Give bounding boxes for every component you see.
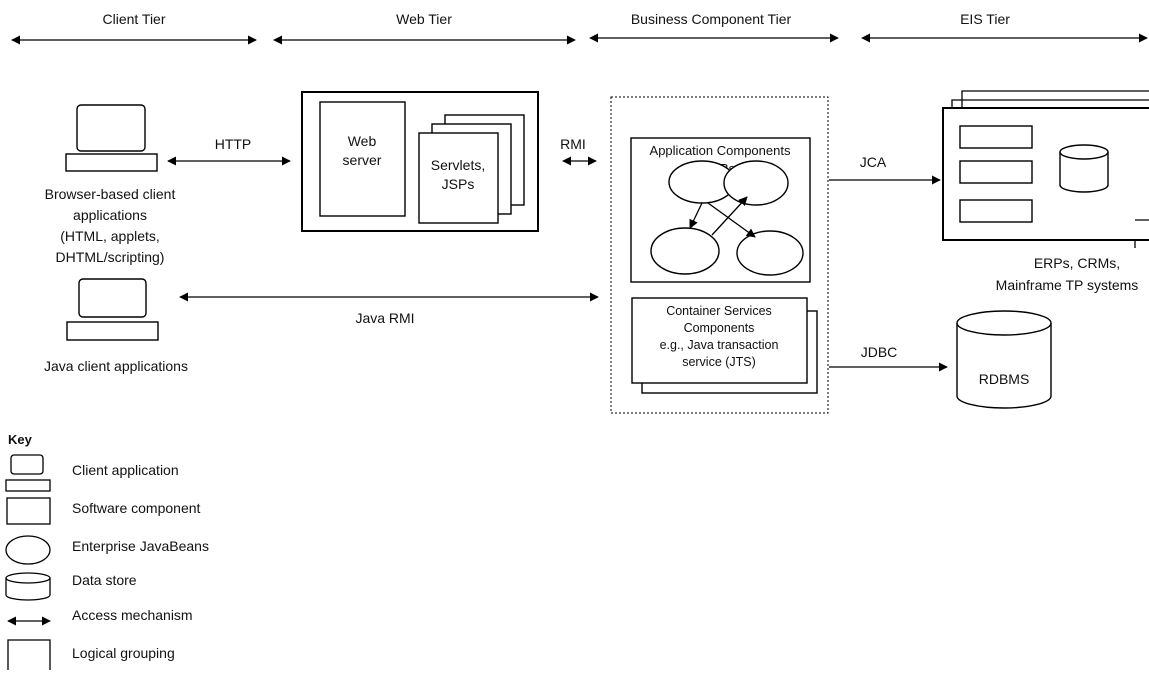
eis-component-3 bbox=[959, 199, 1033, 223]
data-store-icon bbox=[5, 572, 51, 601]
ejb-call-arrow-3 bbox=[711, 196, 748, 236]
browser-client-icon bbox=[65, 104, 158, 172]
eis-component-1 bbox=[959, 125, 1033, 149]
svg-text:Browser-based client: Browser-based client bbox=[45, 186, 176, 202]
eis-systems-label: ERPs, CRMs, Mainframe TP systems bbox=[996, 255, 1139, 293]
key-label-client-application: Client application bbox=[72, 462, 179, 478]
svg-text:server: server bbox=[343, 152, 382, 168]
tier-label-business: Business Component Tier bbox=[631, 11, 792, 27]
eis-component-2 bbox=[959, 160, 1033, 184]
key-title: Key bbox=[8, 432, 33, 447]
software-component-icon bbox=[6, 497, 51, 525]
svg-text:Components: Components bbox=[684, 321, 755, 335]
eis-systems-group bbox=[942, 90, 1149, 248]
rmi-label: RMI bbox=[560, 136, 586, 152]
ejb-call-arrow-1 bbox=[689, 202, 703, 229]
tier-headers: Client Tier Web Tier Business Component … bbox=[11, 11, 1148, 45]
svg-text:Servlets,: Servlets, bbox=[431, 157, 485, 173]
svg-text:DHTML/scripting): DHTML/scripting) bbox=[56, 249, 165, 265]
java-rmi-label: Java RMI bbox=[355, 310, 414, 326]
logical-grouping-icon bbox=[7, 639, 51, 670]
web-server-component: Web server bbox=[319, 101, 406, 217]
ejb-call-arrow-2 bbox=[707, 202, 756, 238]
http-label: HTTP bbox=[215, 136, 252, 152]
rdbms-label: RDBMS bbox=[979, 371, 1030, 387]
ejb-ellipse-3 bbox=[650, 227, 720, 275]
client-application-icon bbox=[5, 454, 51, 492]
svg-text:Container Services: Container Services bbox=[666, 304, 772, 318]
jca-label: JCA bbox=[860, 154, 887, 170]
ejb-ellipse-2 bbox=[723, 160, 789, 206]
eis-data-store-icon bbox=[1059, 144, 1109, 193]
java-client-icon bbox=[66, 278, 159, 341]
java-client-label: Java client applications bbox=[44, 358, 188, 374]
jdbc-label: JDBC bbox=[861, 344, 898, 360]
tier-label-client: Client Tier bbox=[102, 11, 165, 27]
tier-label-web: Web Tier bbox=[396, 11, 452, 27]
key-label-access-mechanism: Access mechanism bbox=[72, 607, 193, 623]
container-services-group: Container Services Components e.g., Java… bbox=[631, 297, 818, 394]
key-label-enterprise-javabeans: Enterprise JavaBeans bbox=[72, 538, 209, 554]
key-label-logical-grouping: Logical grouping bbox=[72, 645, 175, 661]
svg-text:Application Components: Application Components bbox=[650, 143, 791, 158]
svg-text:(HTML, applets,: (HTML, applets, bbox=[60, 228, 160, 244]
svg-text:applications: applications bbox=[73, 207, 147, 223]
svg-text:service (JTS): service (JTS) bbox=[682, 355, 756, 369]
ejb-ellipse-4 bbox=[736, 230, 804, 276]
browser-client-label: Browser-based client applications (HTML,… bbox=[45, 186, 176, 265]
key-label-software-component: Software component bbox=[72, 500, 201, 516]
key-legend: Key Client application Software componen… bbox=[5, 432, 209, 670]
svg-text:Web: Web bbox=[348, 133, 377, 149]
tier-label-eis: EIS Tier bbox=[960, 11, 1010, 27]
enterprise-javabean-icon bbox=[5, 535, 51, 565]
svg-text:ERPs, CRMs,: ERPs, CRMs, bbox=[1034, 255, 1120, 271]
key-label-data-store: Data store bbox=[72, 572, 137, 588]
servlets-jsps-component: Servlets, JSPs bbox=[418, 114, 525, 224]
svg-text:JSPs: JSPs bbox=[442, 176, 475, 192]
svg-text:e.g., Java transaction: e.g., Java transaction bbox=[660, 338, 779, 352]
svg-text:Mainframe TP systems: Mainframe TP systems bbox=[996, 277, 1139, 293]
ejb-cluster bbox=[650, 160, 804, 276]
rdbms-data-store: RDBMS bbox=[956, 310, 1052, 409]
